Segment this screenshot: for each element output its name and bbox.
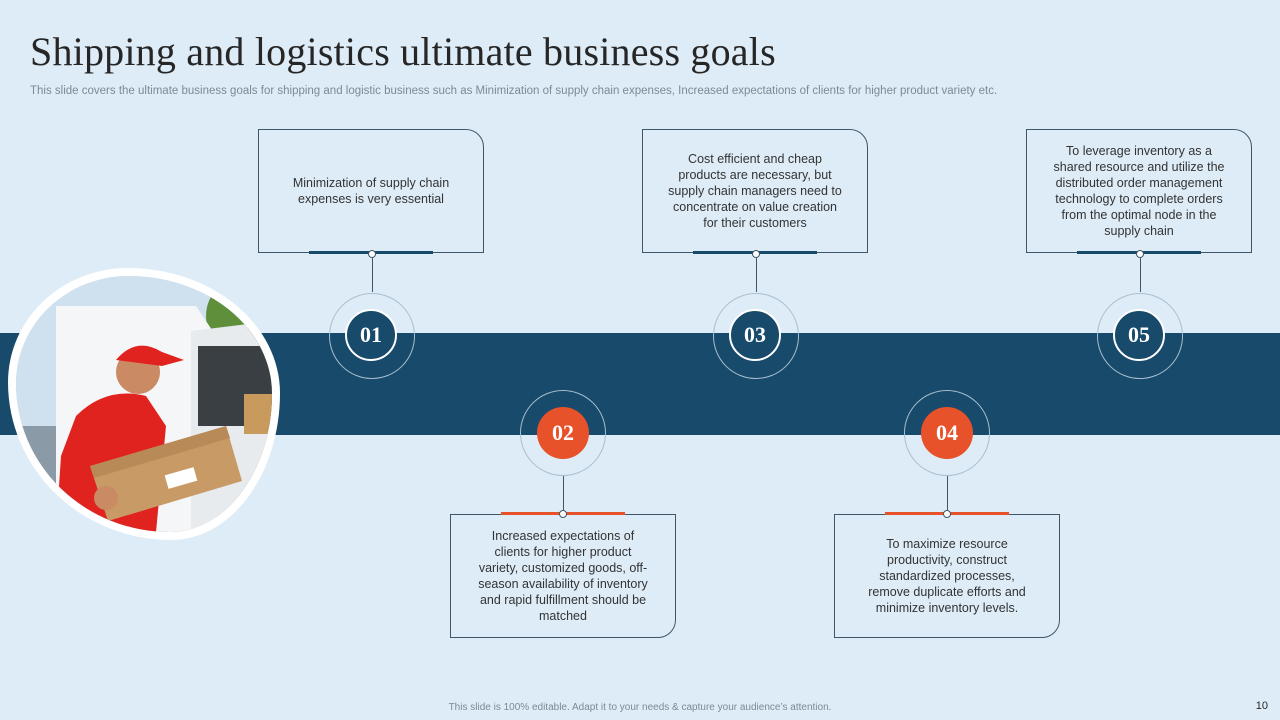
step-ring-02 [520, 390, 606, 476]
goal-text-03: Cost efficient and cheap products are ne… [668, 152, 842, 230]
connector-line-04 [947, 476, 948, 510]
connector-line-02 [563, 476, 564, 510]
goal-card-04: To maximize resource productivity, const… [834, 514, 1060, 638]
slide-subtitle: This slide covers the ultimate business … [30, 85, 998, 97]
page-number: 10 [1255, 700, 1268, 712]
connector-dot-01 [368, 250, 376, 258]
connector-line-01 [372, 258, 373, 292]
step-ring-04 [904, 390, 990, 476]
step-number-04: 04 [921, 407, 973, 459]
goal-text-02: Increased expectations of clients for hi… [478, 529, 648, 623]
step-number-02: 02 [537, 407, 589, 459]
goal-card-03: Cost efficient and cheap products are ne… [642, 129, 868, 253]
connector-dot-04 [943, 510, 951, 518]
goal-card-05: To leverage inventory as a shared resour… [1026, 129, 1252, 253]
connector-dot-02 [559, 510, 567, 518]
slide-title: Shipping and logistics ultimate business… [30, 29, 776, 74]
connector-line-05 [1140, 258, 1141, 292]
step-number-03: 03 [729, 309, 781, 361]
connector-dot-05 [1136, 250, 1144, 258]
step-number-01: 01 [345, 309, 397, 361]
connector-dot-03 [752, 250, 760, 258]
step-ring-01 [329, 293, 415, 379]
slide-footer: This slide is 100% editable. Adapt it to… [448, 702, 832, 713]
goal-text-04: To maximize resource productivity, const… [868, 537, 1026, 615]
step-number-05: 05 [1113, 309, 1165, 361]
step-ring-05 [1097, 293, 1183, 379]
step-ring-03 [713, 293, 799, 379]
goal-text-01: Minimization of supply chain expenses is… [292, 176, 450, 206]
connector-line-03 [756, 258, 757, 292]
goal-text-05: To leverage inventory as a shared resour… [1053, 144, 1225, 238]
delivery-man-with-box-photo [16, 276, 272, 532]
goal-card-02: Increased expectations of clients for hi… [450, 514, 676, 638]
goal-card-01: Minimization of supply chain expenses is… [258, 129, 484, 253]
